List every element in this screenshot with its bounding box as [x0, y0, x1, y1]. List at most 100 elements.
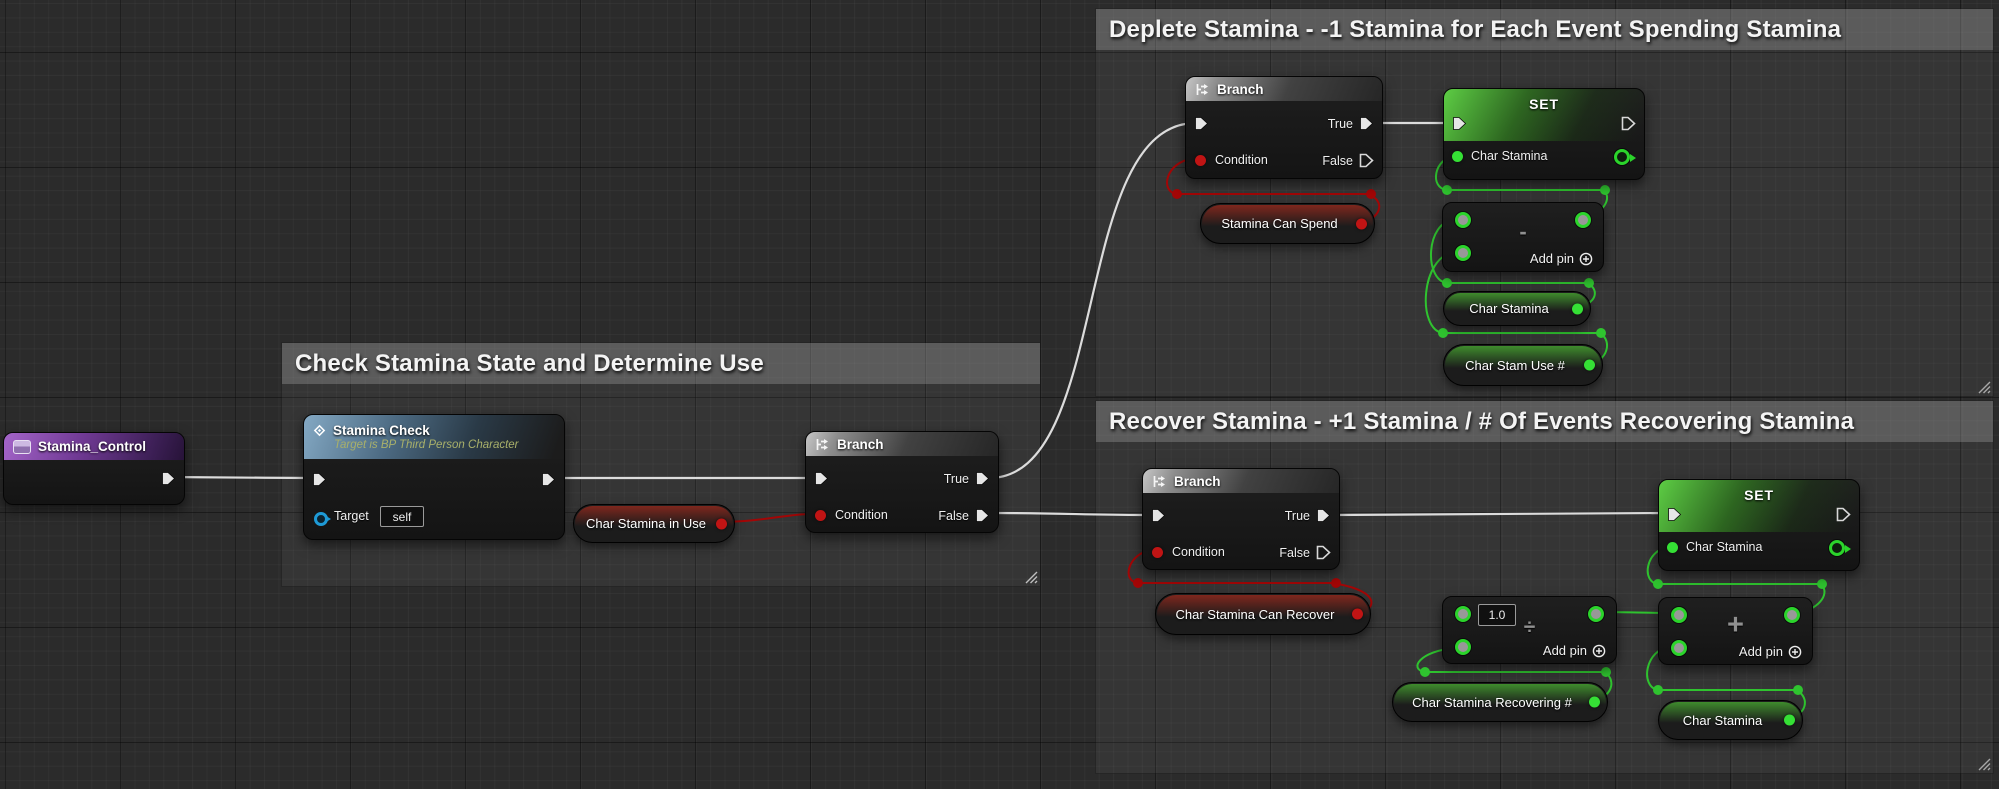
wire-exec-true-to-deplete-branch[interactable] — [988, 121, 1197, 480]
getter-char-stamina-recovering[interactable]: Char Stamina Recovering # — [1392, 682, 1608, 722]
float-out-pin[interactable] — [1588, 606, 1604, 622]
false-exec-row: False — [1322, 153, 1374, 168]
true-exec-row: True — [1328, 116, 1374, 131]
float-in-pin-a[interactable] — [1671, 607, 1687, 623]
bool-out-pin[interactable] — [716, 518, 727, 529]
comment-deplete-titlebar[interactable]: Deplete Stamina - -1 Stamina for Each Ev… — [1096, 9, 1993, 50]
target-self-value[interactable]: self — [380, 506, 424, 527]
float-in-pin[interactable] — [1452, 151, 1463, 162]
stamina-check-node[interactable]: Stamina Check Target is BP Third Person … — [303, 414, 565, 540]
stamina-control-header: Stamina_Control — [4, 433, 184, 460]
comment-resize-grip[interactable] — [1978, 758, 1991, 771]
exec-in-pin[interactable] — [1194, 116, 1209, 131]
exec-in-pin[interactable] — [1452, 116, 1467, 131]
branch-node-main[interactable]: Branch True Condition False — [805, 431, 999, 533]
false-exec-row: False — [1279, 545, 1331, 560]
false-label: False — [938, 508, 969, 523]
wire-exec-recover-true-to-set[interactable] — [1332, 511, 1668, 517]
exec-in-pin[interactable] — [312, 472, 327, 487]
exec-true-pin[interactable] — [1316, 508, 1331, 523]
stamina-check-subtitle: Target is BP Third Person Character — [334, 439, 519, 451]
condition-pin[interactable] — [1195, 155, 1206, 166]
exec-in-pin[interactable] — [814, 471, 829, 486]
add-node[interactable]: + Add pin — [1658, 597, 1813, 665]
exec-false-pin[interactable] — [1316, 545, 1331, 560]
comment-recover-titlebar[interactable]: Recover Stamina - +1 Stamina / # Of Even… — [1096, 401, 1993, 442]
getter-char-stamina-can-recover[interactable]: Char Stamina Can Recover — [1155, 593, 1371, 635]
exec-false-pin[interactable] — [1359, 153, 1374, 168]
add-pin-button[interactable]: Add pin — [1530, 251, 1593, 266]
add-pin-button[interactable]: Add pin — [1543, 643, 1606, 658]
target-object-pin[interactable] — [314, 512, 331, 526]
getter-char-stamina-in-use[interactable]: Char Stamina in Use — [573, 504, 735, 543]
branch-node-deplete[interactable]: Branch True Condition False — [1185, 76, 1383, 179]
divide-operator: ÷ — [1523, 616, 1536, 639]
float-out-pin[interactable] — [1784, 607, 1800, 623]
set-title: SET — [1529, 96, 1559, 112]
float-in-pin-b[interactable] — [1671, 640, 1687, 656]
wire-exec-false-to-recover-branch[interactable] — [988, 511, 1154, 517]
stamina-control-node[interactable]: Stamina_Control — [3, 432, 185, 505]
comment-resize-grip[interactable] — [1025, 571, 1038, 584]
subtract-node[interactable]: - Add pin — [1442, 202, 1604, 272]
float-out-pin[interactable] — [1614, 149, 1636, 165]
set-variable-label: Char Stamina — [1471, 149, 1548, 163]
condition-label: Condition — [1172, 545, 1225, 559]
target-pin-label: Target — [334, 509, 369, 523]
bool-out-pin[interactable] — [1356, 218, 1367, 229]
add-pin-button[interactable]: Add pin — [1739, 644, 1802, 659]
float-in-pin-a[interactable] — [1455, 606, 1471, 622]
float-out-pin[interactable] — [1784, 714, 1795, 726]
add-pin-icon — [1788, 645, 1802, 658]
false-label: False — [1279, 545, 1310, 560]
exec-out-pin[interactable] — [1621, 116, 1636, 131]
comment-check-titlebar[interactable]: Check Stamina State and Determine Use — [282, 343, 1040, 384]
branch-title: Branch — [837, 436, 884, 452]
getter-char-stam-use[interactable]: Char Stam Use # — [1443, 344, 1603, 386]
exec-true-pin[interactable] — [975, 471, 990, 486]
branch-title: Branch — [1217, 81, 1264, 97]
exec-out-pin[interactable] — [541, 472, 556, 487]
exec-out-pin[interactable] — [1836, 507, 1851, 522]
exec-out-pin[interactable] — [161, 471, 176, 486]
set-char-stamina-node-deplete[interactable]: SET Char Stamina — [1443, 88, 1645, 180]
bool-out-pin[interactable] — [1352, 608, 1363, 620]
getter-label: Char Stamina Recovering # — [1412, 694, 1572, 710]
getter-stamina-can-spend[interactable]: Stamina Can Spend — [1200, 203, 1375, 244]
exec-in-pin[interactable] — [1667, 507, 1682, 522]
set-variable-label: Char Stamina — [1686, 540, 1763, 554]
branch-icon — [816, 438, 828, 450]
true-label: True — [1284, 508, 1310, 523]
comment-recover-title: Recover Stamina - +1 Stamina / # Of Even… — [1109, 407, 1855, 435]
condition-pin[interactable] — [1152, 547, 1163, 558]
set-title: SET — [1744, 487, 1774, 503]
set-char-stamina-node-recover[interactable]: SET Char Stamina — [1658, 479, 1860, 571]
divide-node[interactable]: 1.0 ÷ Add pin — [1442, 596, 1617, 664]
branch-node-recover[interactable]: Branch True Condition False — [1142, 468, 1340, 570]
false-exec-row: False — [938, 508, 990, 523]
set-header — [1659, 480, 1859, 532]
getter-char-stamina-recover[interactable]: Char Stamina — [1658, 700, 1803, 740]
float-in-pin-a[interactable] — [1455, 212, 1471, 228]
getter-char-stamina-deplete[interactable]: Char Stamina — [1443, 291, 1591, 326]
float-in-pin-b[interactable] — [1455, 245, 1471, 261]
float-in-pin-b[interactable] — [1455, 639, 1471, 655]
comment-check-title: Check Stamina State and Determine Use — [295, 349, 764, 377]
condition-pin[interactable] — [815, 510, 826, 521]
set-header — [1444, 89, 1644, 141]
wire-exec-control-to-check[interactable] — [166, 475, 315, 480]
comment-resize-grip[interactable] — [1978, 381, 1991, 394]
float-out-pin[interactable] — [1575, 212, 1591, 228]
divide-default-value[interactable]: 1.0 — [1478, 604, 1516, 626]
exec-in-pin[interactable] — [1151, 508, 1166, 523]
float-out-pin[interactable] — [1572, 303, 1583, 314]
add-pin-label: Add pin — [1738, 644, 1783, 659]
float-out-pin[interactable] — [1584, 359, 1595, 371]
float-out-pin[interactable] — [1829, 540, 1851, 556]
exec-true-pin[interactable] — [1359, 116, 1374, 131]
float-out-pin[interactable] — [1589, 696, 1600, 708]
exec-false-pin[interactable] — [975, 508, 990, 523]
float-in-pin[interactable] — [1667, 542, 1678, 553]
